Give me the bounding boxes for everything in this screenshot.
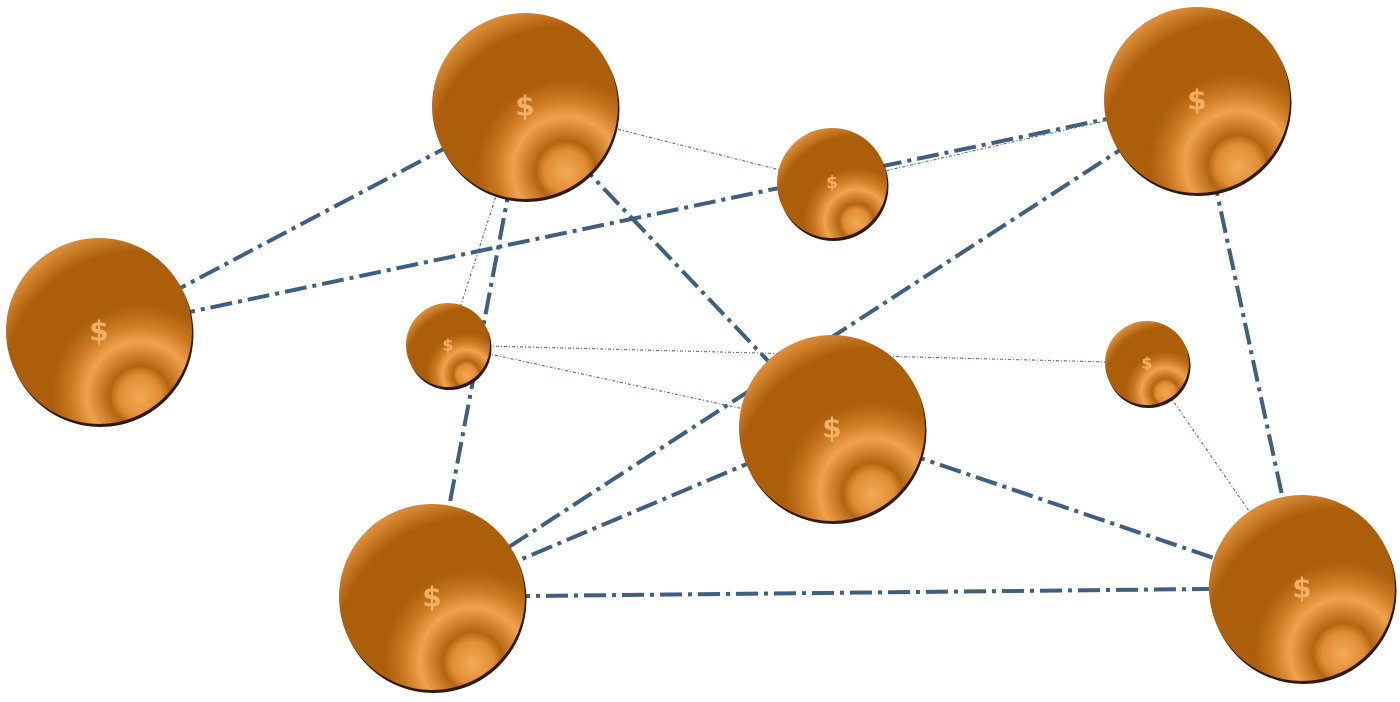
coin-node: $ [1105, 321, 1191, 408]
coin-node: $ [432, 13, 620, 202]
coin-circle [1105, 321, 1189, 405]
nodes-layer: $ $ $ $ $ $ $ $ $ [6, 7, 1397, 693]
edge-n8-n10 [431, 586, 1303, 599]
coin-dollar-label: $ [826, 173, 838, 193]
coin-circle [339, 504, 525, 690]
coin-circle [406, 303, 490, 387]
edge-n9-n10 [1146, 362, 1303, 589]
coin-node: $ [1104, 7, 1292, 196]
coin-dollar-label: $ [822, 412, 841, 445]
coin-node: $ [6, 238, 194, 427]
coin-node: $ [1209, 495, 1397, 684]
coin-circle [6, 238, 192, 424]
edge-n3-n4 [447, 344, 833, 429]
coin-circle [1104, 7, 1290, 193]
coin-dollar-label: $ [89, 315, 108, 348]
coin-circle [432, 13, 618, 199]
coin-dollar-label: $ [422, 581, 441, 614]
coin-node: $ [406, 303, 492, 390]
coin-circle [1209, 495, 1395, 681]
edge-n1-n7 [98, 98, 1198, 333]
coin-node: $ [739, 335, 927, 524]
coin-dollar-label: $ [1187, 84, 1206, 117]
coin-dollar-label: $ [1292, 572, 1311, 605]
coin-node: $ [339, 504, 527, 693]
coin-dollar-label: $ [1141, 354, 1152, 373]
coin-circle [777, 128, 887, 238]
coin-dollar-label: $ [442, 336, 453, 355]
coin-circle [739, 335, 925, 521]
coin-node: $ [777, 128, 889, 241]
coin-dollar-label: $ [515, 90, 534, 123]
